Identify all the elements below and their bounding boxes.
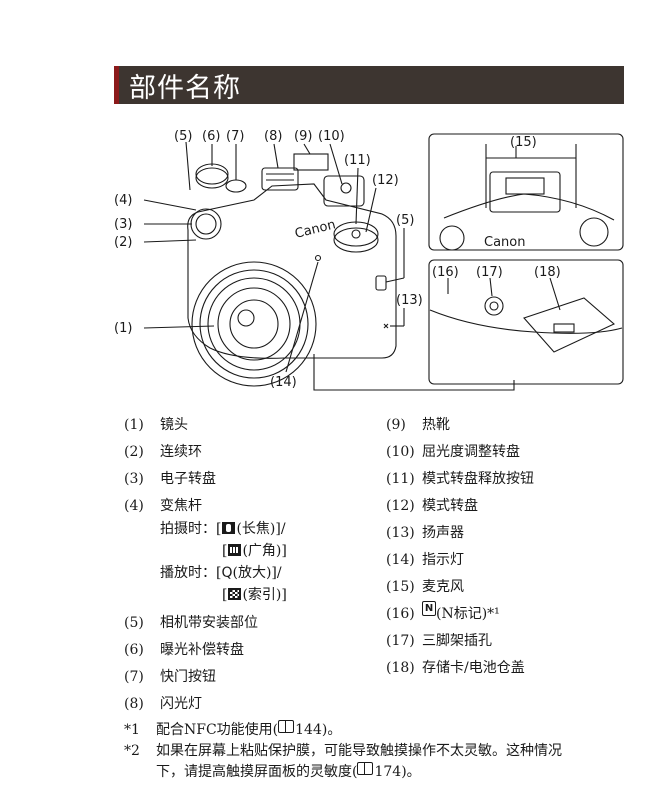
brand-logo-text: Canon [293,217,337,242]
nfc-mark-icon: N [422,601,436,616]
label-11: (11) [344,153,371,168]
label-10: (10) [318,129,345,144]
strap-mount [375,275,387,291]
section-header: 部件名称 [114,66,624,104]
label-5-left: (5) [174,129,192,144]
hot-shoe [293,153,329,171]
list-item: (10)屈光度调整转盘 [386,444,520,460]
list-item: (1)镜头 [124,417,188,433]
diopter-dial [340,182,352,194]
label-1: (1) [114,321,132,336]
list-item: (13)扬声器 [386,525,464,541]
mode-dial-release [351,229,361,239]
parts-list-left: (1)镜头 (2)连续环 (3)电子转盘 (4)变焦杆 [124,412,216,520]
inset-bottom [428,259,624,385]
tripod-socket [484,296,504,316]
list-item: (3)电子转盘 [124,471,216,487]
label-15: (15) [510,135,537,150]
label-14: (14) [270,375,297,390]
index-grid-icon [228,588,242,600]
label-17: (17) [476,265,503,280]
list-item: (16)N(N标记)*¹ [386,601,500,622]
footnote-2-continued: 下，请提高触摸屏面板的灵敏度(174)。 [156,762,421,780]
lens-glass [217,287,291,361]
label-3: (3) [114,217,132,232]
list-item: (5)相机带安装部位 [124,615,258,631]
brand-logo-text-inset: Canon [484,235,525,250]
label-2: (2) [114,235,132,250]
list-item: (18)存储卡/电池仓盖 [386,660,525,676]
label-16: (16) [432,265,459,280]
book-icon [278,720,295,733]
parts-list-left-2: (5)相机带安装部位 (6)曝光补偿转盘 (7)快门按钮 (8)闪光灯 [124,610,258,718]
shutter-button [225,179,247,193]
label-12: (12) [372,173,399,188]
label-18: (18) [534,265,561,280]
list-item: (12)模式转盘 [386,498,478,514]
telephoto-icon [222,522,236,534]
wide-angle-icon [228,544,242,556]
zoom-lever-shoot-tele: 拍摄时：[(长焦)]/ [160,521,286,537]
lens-ring-outer [191,261,317,387]
exposure-comp-dial [195,167,229,189]
label-4: (4) [114,193,132,208]
camera-body-outline [187,183,397,359]
label-13: (13) [396,293,423,308]
label-9: (9) [294,129,312,144]
mode-dial [333,227,379,253]
indicator-lamp [314,254,322,262]
magnify-icon: Q [221,565,233,581]
label-5-right: (5) [396,213,414,228]
label-8: (8) [264,129,282,144]
footnote-2: *2 如果在屏幕上粘贴保护膜，可能导致触摸操作不太灵敏。这种情况 [124,743,562,759]
footnotes: *1 配合NFC功能使用(144)。 *2 如果在屏幕上粘贴保护膜，可能导致触摸… [124,720,562,783]
list-item: (11)模式转盘释放按钮 [386,471,534,487]
camera-illustration: Canon Canon (4) (3) (2) (1) (5) (6) (7) … [114,129,624,391]
list-item: (6)曝光补偿转盘 [124,642,244,658]
list-item: (9)热靴 [386,417,450,433]
page-title: 部件名称 [129,72,241,104]
parts-list-right: (9)热靴 (10)屈光度调整转盘 (11)模式转盘释放按钮 (12)模式转盘 … [386,412,534,682]
list-item: (2)连续环 [124,444,202,460]
header-accent-bar [114,66,119,104]
label-6: (6) [202,129,220,144]
list-item: (7)快门按钮 [124,669,216,685]
inset-microphone [428,133,624,251]
list-item: (15)麦克风 [386,579,464,595]
zoom-lever-play-index: [(索引)] [222,587,287,603]
list-item: (4)变焦杆 [124,498,202,514]
camera-figure: Canon Canon (4) (3) (2) (1) (5) (6) (7) … [114,128,624,398]
zoom-lever-shoot-wide: [(广角)] [222,543,287,559]
speaker [383,323,389,329]
label-7: (7) [226,129,244,144]
list-item: (14)指示灯 [386,552,464,568]
flash [261,167,299,191]
zoom-lever-play-magnify: 播放时：[Q(放大)]/ [160,565,282,581]
book-icon [357,762,374,775]
list-item: (8)闪光灯 [124,696,202,712]
footnote-1: *1 配合NFC功能使用(144)。 [124,720,342,738]
list-item: (17)三脚架插孔 [386,633,492,649]
card-battery-cover [523,297,616,353]
